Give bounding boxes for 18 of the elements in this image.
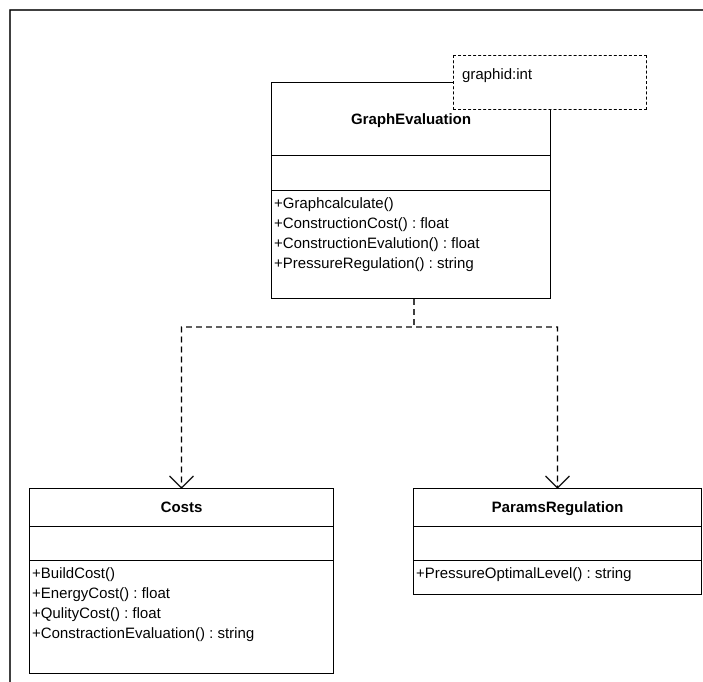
class-box xyxy=(29,488,334,674)
operation-text: +PressureOptimalLevel() : string xyxy=(416,564,632,584)
operation-text: +EnergyCost() : float xyxy=(32,584,171,604)
operation-text: +ConstractionEvaluation() : string xyxy=(32,624,256,644)
class-name: Costs xyxy=(160,499,202,516)
operation-text: +PressureRegulation() : string xyxy=(274,254,475,274)
class-box xyxy=(413,488,702,595)
parameter-text: graphid:int xyxy=(462,66,532,83)
operation-text: +Graphcalculate() xyxy=(274,194,395,214)
template-parameter-box xyxy=(453,55,647,110)
class-name: GraphEvaluation xyxy=(350,110,472,128)
class-box xyxy=(271,82,551,299)
dependency-arrow xyxy=(413,299,570,489)
operation-text: +ConstructionEvalution() : float xyxy=(274,234,481,254)
operation-text: +BuildCost() xyxy=(32,564,116,584)
operation-text: +ConstructionCost() : float xyxy=(274,214,450,234)
class-name: ParamsRegulation xyxy=(492,499,624,516)
operation-text: +QulityCost() : float xyxy=(32,604,162,624)
